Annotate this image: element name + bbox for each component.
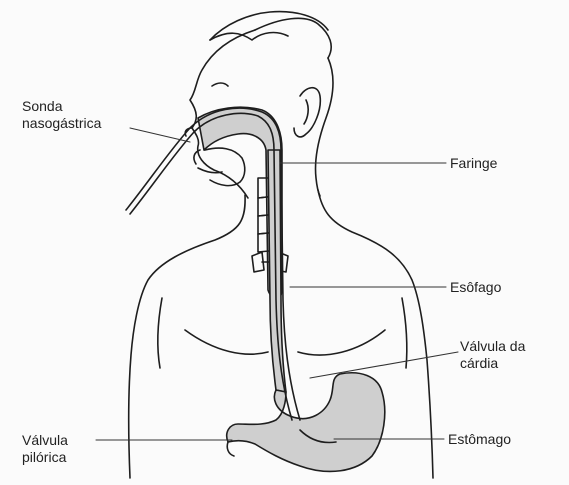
oral-cavity [194, 148, 245, 186]
head-outline [185, 12, 333, 198]
label-esofago: Esôfago [450, 279, 501, 296]
label-sonda-nasogastrica: Sonda nasogástrica [22, 98, 101, 132]
stomach [227, 373, 385, 472]
cardia-leader [310, 352, 458, 378]
label-estomago-text: Estômago [448, 431, 511, 447]
label-esofago-text: Esôfago [450, 279, 501, 295]
label-valvula-pilorica: Válvula pilórica [22, 432, 68, 466]
label-sonda-line1: Sonda [22, 98, 101, 115]
label-faringe-text: Faringe [450, 155, 497, 171]
sonda-leader [130, 128, 190, 142]
label-sonda-line2: nasogástrica [22, 115, 101, 132]
label-pilorica-line1: Válvula [22, 432, 68, 449]
label-valvula-cardia: Válvula da cárdia [460, 338, 525, 372]
label-pilorica-line2: pilórica [22, 449, 68, 466]
label-faringe: Faringe [450, 155, 497, 172]
label-cardia-line1: Válvula da [460, 338, 525, 355]
label-estomago: Estômago [448, 431, 511, 448]
label-cardia-line2: cárdia [460, 355, 525, 372]
